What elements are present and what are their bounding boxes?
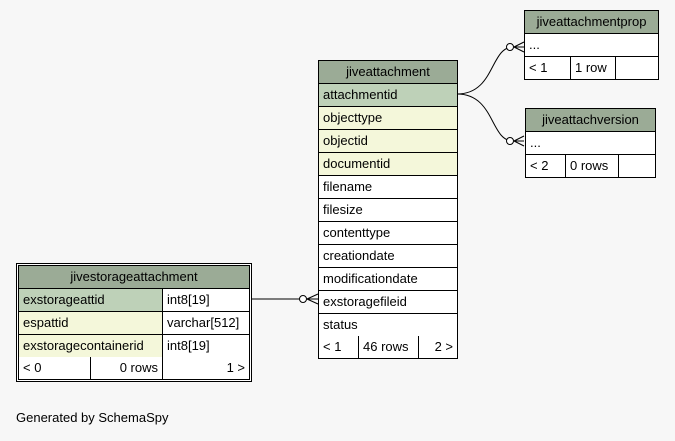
children-count [619,155,655,177]
column-type: int8[19] [163,289,249,311]
row-count: 46 rows [359,336,419,358]
column-name: filename [323,179,373,194]
row-count: 0 rows [91,357,163,379]
link-end-circle [506,137,514,145]
column-name: objecttype [323,110,383,125]
row-count: 0 rows [566,155,619,177]
table-row: ... [526,132,655,155]
column-type: int8[19] [163,335,249,357]
column-row[interactable]: filesize [319,199,457,222]
column-row[interactable]: documentid [319,153,457,176]
link-end-circle [506,43,514,51]
column-name: contenttype [323,225,391,240]
row-count: 1 row [571,57,616,79]
children-count: 1 > [226,360,245,375]
table-footer: < 1 46 rows 2 > [319,336,457,358]
table-jiveattachmentprop[interactable]: jiveattachmentprop ... < 1 1 row [524,10,659,80]
column-row[interactable]: exstoragefileid [319,291,457,314]
column-name: exstorageattid [19,289,163,311]
parents-count: < 0 [19,357,91,379]
column-name: creationdate [323,248,395,263]
column-row[interactable]: attachmentid [319,84,457,107]
parents-count: < 1 [319,336,359,358]
column-row[interactable]: objectid [319,130,457,153]
table-jiveattachversion[interactable]: jiveattachversion ... < 2 0 rows [525,108,656,178]
column-name: attachmentid [323,87,398,102]
column-name: filesize [323,202,363,217]
column-row[interactable]: creationdate [319,245,457,268]
table-title[interactable]: jiveattachversion [526,109,655,132]
column-name: documentid [323,156,391,171]
parents-count: < 2 [526,155,566,177]
children-count: 2 > [434,339,453,354]
column-name: exstoragecontainerid [19,335,163,357]
table-footer: < 0 0 rows 1 > [19,357,249,379]
crowfoot-icon [306,293,319,305]
column-name: espattid [19,312,163,334]
link-end-circle [299,295,307,303]
column-type: varchar[512] [163,312,249,334]
column-name: objectid [323,133,368,148]
table-title[interactable]: jiveattachmentprop [525,11,658,34]
column-ellipsis: ... [530,135,541,150]
crowfoot-icon [513,41,525,53]
table-footer: < 2 0 rows [526,155,655,177]
link-attachmentid-to-jiveattachversion [456,93,514,142]
children-count [616,57,658,79]
table-footer: < 1 1 row [525,57,658,79]
column-row[interactable]: filename [319,176,457,199]
table-title[interactable]: jivestorageattachment [19,266,249,289]
table-title[interactable]: jiveattachment [319,61,457,84]
column-row[interactable]: modificationdate [319,268,457,291]
column-ellipsis: ... [529,37,540,52]
table-jiveattachment[interactable]: jiveattachment attachmentid objecttype obj… [318,60,458,359]
crowfoot-icon [513,135,525,147]
column-row[interactable]: objecttype [319,107,457,130]
column-row[interactable]: status [319,314,457,336]
table-row: ... [525,34,658,57]
column-name: exstoragefileid [323,294,407,309]
column-name: status [323,317,358,332]
generated-by-label: Generated by SchemaSpy [16,410,169,425]
parents-count: < 1 [525,57,571,79]
link-attachmentid-to-jiveattachmentprop [456,46,514,95]
column-name: modificationdate [323,271,418,286]
column-row[interactable]: contenttype [319,222,457,245]
